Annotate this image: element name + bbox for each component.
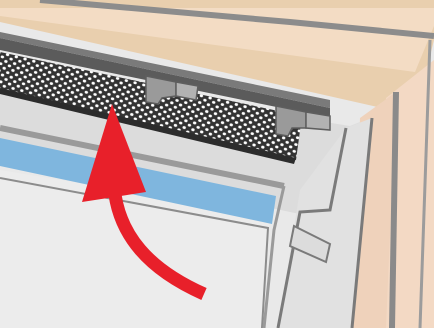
outer-frame-right-line [392, 92, 396, 328]
